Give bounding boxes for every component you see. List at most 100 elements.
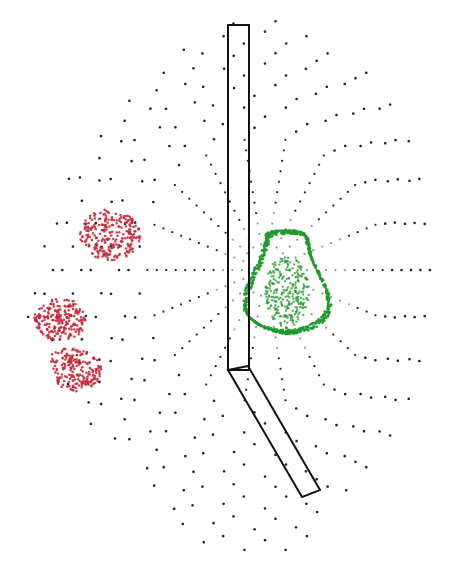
feature-dot (104, 235, 107, 238)
feature-dot (82, 360, 85, 363)
feature-dot (115, 231, 118, 234)
inner-ear-dot (300, 303, 302, 305)
point-dot (181, 191, 183, 193)
inner-ear-dot (284, 256, 286, 258)
feature-dot (68, 354, 71, 357)
ear-dot (252, 279, 255, 282)
point-dot (321, 246, 323, 248)
feature-dot (79, 238, 82, 241)
point-dot (128, 100, 131, 103)
feature-dot (57, 352, 60, 355)
feature-dot (66, 385, 69, 388)
point-dot (333, 149, 336, 152)
feature-dot (61, 364, 64, 367)
point-dot (264, 507, 267, 510)
probe-angled-bar (228, 366, 320, 497)
feature-dot (36, 326, 39, 329)
point-dot (324, 418, 327, 421)
point-dot (201, 52, 204, 55)
inner-ear-dot (276, 268, 278, 270)
point-dot (299, 337, 301, 339)
inner-ear-dot (273, 318, 275, 320)
inner-ear-dot (287, 257, 289, 259)
point-dot (343, 83, 346, 86)
probe-vertical-bar (228, 25, 249, 370)
feature-dot (65, 305, 68, 308)
feature-dot (96, 380, 99, 383)
feature-dot (81, 384, 84, 387)
point-dot (382, 269, 384, 271)
feature-dot (120, 240, 123, 243)
point-dot (224, 253, 226, 255)
point-dot (130, 160, 133, 163)
point-dot (184, 269, 186, 271)
feature-dot (50, 314, 53, 317)
feature-dot (130, 218, 133, 221)
feature-dot (98, 224, 101, 227)
point-dot (205, 383, 207, 385)
feature-dot (73, 315, 76, 318)
ear-dot (262, 257, 265, 260)
point-dot (418, 178, 421, 181)
feature-dot (85, 381, 88, 384)
inner-ear-dot (273, 278, 275, 280)
feature-dot (43, 315, 46, 318)
inner-ear-dot (288, 296, 290, 298)
feature-dot (39, 314, 42, 317)
point-dot (229, 200, 231, 202)
point-dot (243, 431, 246, 434)
point-dot (378, 430, 381, 433)
feature-dot (135, 237, 138, 240)
ear-dot (319, 278, 322, 281)
inner-ear-dot (287, 307, 289, 309)
feature-dot (82, 350, 85, 353)
point-dot (282, 286, 284, 288)
inner-ear-dot (294, 276, 296, 278)
point-dot (344, 393, 347, 396)
feature-dot (54, 310, 57, 313)
point-dot (387, 357, 390, 360)
feature-dot (59, 320, 62, 323)
point-dot (253, 202, 255, 204)
point-dot (429, 269, 432, 272)
point-dot (149, 430, 152, 433)
feature-dot (68, 320, 71, 323)
point-dot (397, 359, 400, 362)
point-dot (423, 223, 426, 226)
feature-dot (59, 338, 62, 341)
feature-dot (56, 376, 59, 379)
point-dot (232, 54, 235, 57)
point-dot (189, 300, 191, 302)
point-dot (284, 549, 287, 552)
point-dot (243, 463, 246, 466)
point-dot (153, 484, 156, 487)
point-dot (244, 139, 246, 141)
inner-ear-dot (297, 280, 299, 282)
feature-dot (48, 336, 51, 339)
feature-dot (103, 250, 106, 253)
inner-ear-dot (286, 266, 288, 268)
feature-dot (70, 334, 73, 337)
inner-ear-dot (296, 271, 298, 273)
feature-dot (70, 325, 73, 328)
feature-dot (67, 364, 70, 367)
feature-dot (64, 355, 67, 358)
point-dot (121, 338, 124, 341)
feature-dot (42, 304, 45, 307)
feature-dot (118, 226, 121, 229)
feature-dot (130, 236, 133, 239)
point-dot (318, 218, 320, 220)
point-dot (162, 311, 164, 313)
feature-dot (99, 217, 102, 220)
feature-dot (54, 371, 57, 374)
inner-ear-dot (269, 280, 271, 282)
inner-ear-dot (300, 268, 302, 270)
feature-dot (120, 226, 123, 229)
point-dot (281, 378, 283, 380)
point-dot (274, 20, 277, 23)
point-dot (264, 115, 267, 118)
feature-dot (111, 231, 114, 234)
inner-ear-dot (292, 283, 294, 285)
feature-dot (76, 310, 79, 313)
point-dot (238, 219, 240, 221)
